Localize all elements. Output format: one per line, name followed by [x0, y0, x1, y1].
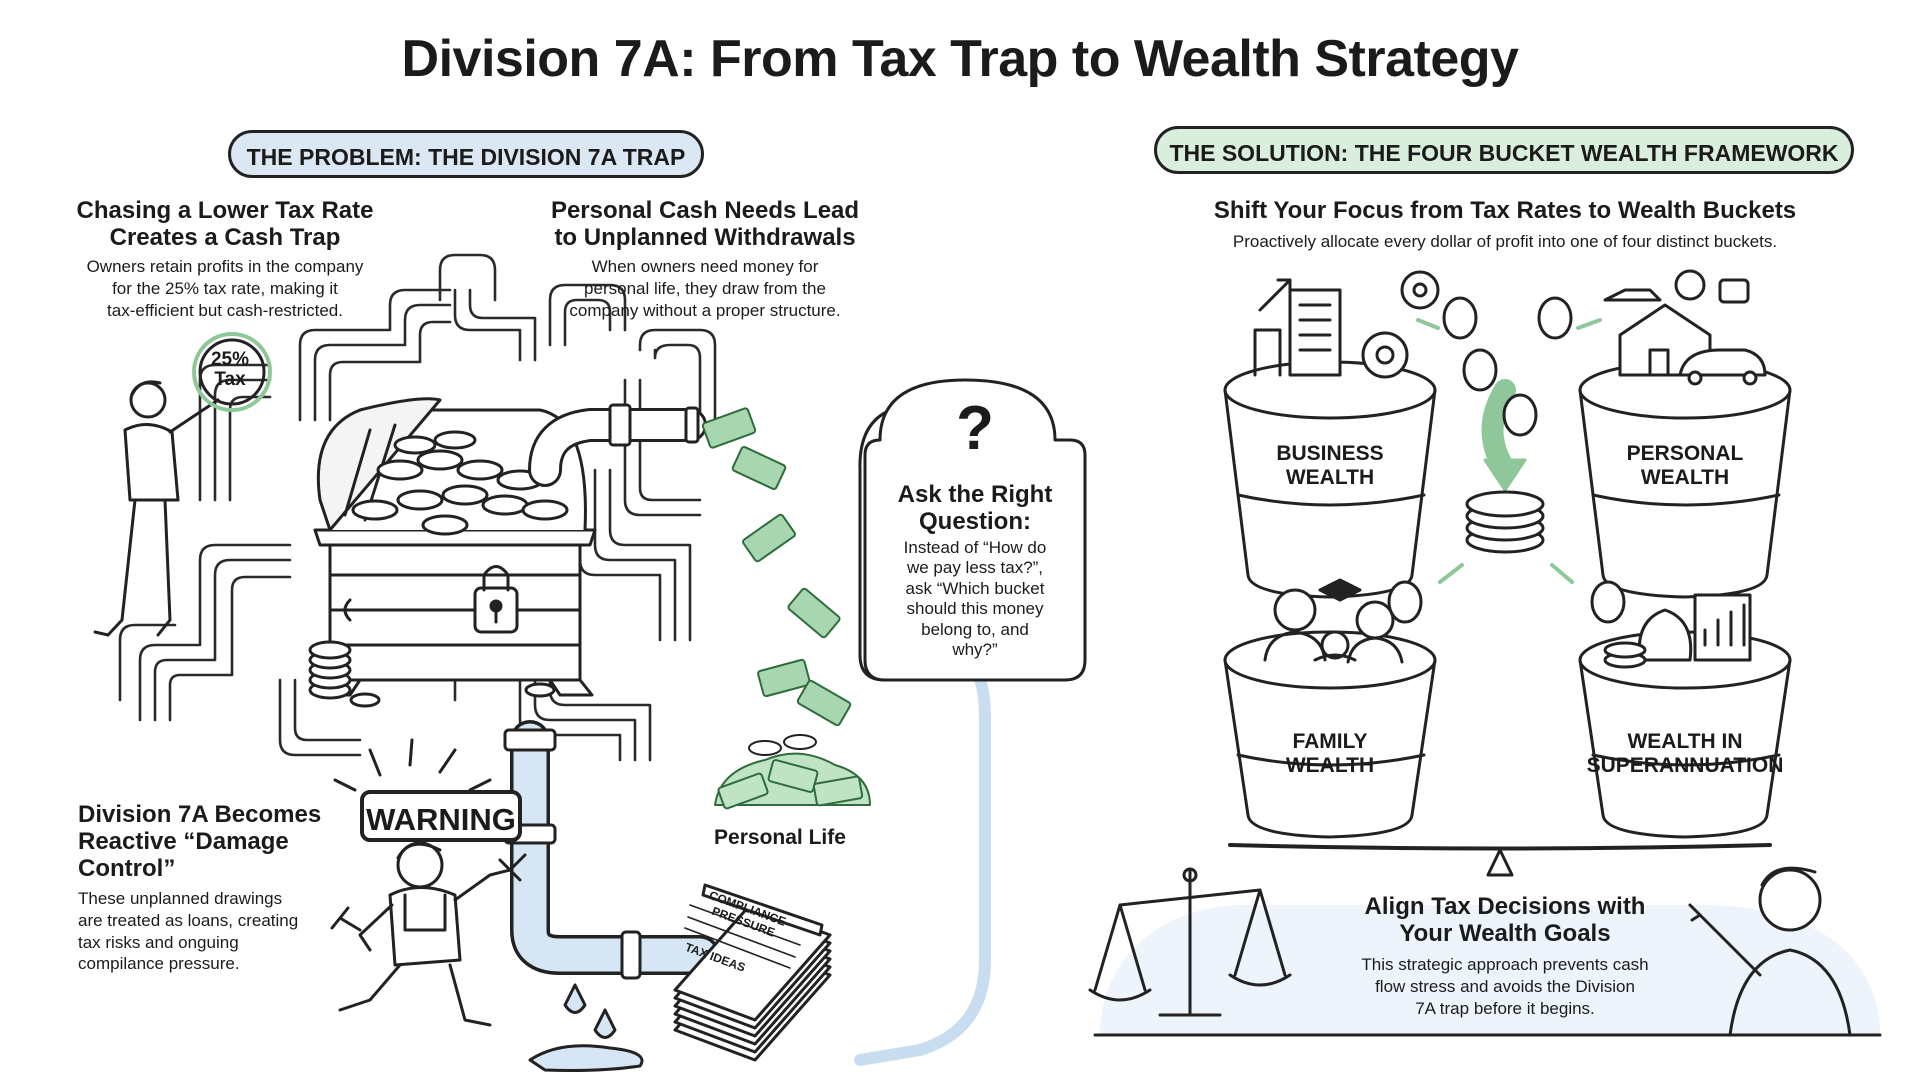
bucket-family [1223, 578, 1437, 839]
balance-beam [1228, 843, 1772, 877]
maze [118, 253, 717, 762]
block2-heading: Personal Cash Needs Lead to Unplanned Wi… [525, 197, 885, 252]
bucket-superannuation [1578, 593, 1792, 839]
money-pile [714, 734, 871, 810]
question-body-line6: why?” [952, 639, 998, 659]
bucket-super-line2: SUPERANNUATION [1586, 754, 1784, 778]
question-body-line2: we pay less tax?”, [906, 558, 1044, 578]
block1-body-line2: for the 25% tax rate, making it [112, 278, 338, 298]
block1-heading: Chasing a Lower Tax Rate Creates a Cash … [45, 197, 405, 252]
block2-body-line3: company without a proper structure. [569, 300, 841, 320]
block3-heading: Division 7A Becomes Reactive “Damage Con… [78, 801, 358, 883]
coin-flow [1387, 296, 1626, 624]
block3-body-line1: These unplanned drawings [78, 889, 283, 908]
question-card [854, 378, 1087, 1066]
block1-heading-line1: Chasing a Lower Tax Rate [76, 197, 374, 224]
bucket-family-line2: WEALTH [1285, 754, 1375, 778]
bucket-label-superannuation: WEALTH IN SUPERANNUATION [1585, 730, 1785, 778]
question-body: Instead of “How do we pay less tax?”, as… [870, 538, 1080, 660]
personal-life-label: Personal Life [714, 826, 846, 849]
question-body-line4: should this money [906, 599, 1044, 619]
flying-money [701, 407, 852, 727]
leaking-pipe [503, 720, 720, 1072]
tax-badge-ring [192, 332, 272, 412]
align-body: This strategic approach prevents cash fl… [1320, 954, 1690, 1019]
question-heading: Ask the Right Question: [870, 481, 1080, 536]
owner-figure [93, 380, 220, 637]
question-heading-line1: Ask the Right [897, 481, 1053, 508]
question-mark: ? [956, 394, 994, 463]
align-body-line3: 7A trap before it begins. [1415, 998, 1595, 1018]
coin-pile [351, 430, 569, 536]
align-heading-line2: Your Wealth Goals [1399, 919, 1611, 947]
tax-badge-value: 25% [210, 349, 250, 370]
block1-heading-line2: Creates a Cash Trap [109, 223, 341, 251]
coin-stack-left [308, 640, 556, 708]
block2-body-line1: When owners need money for [591, 257, 819, 276]
block3-heading-line2: Reactive “Damage [78, 827, 289, 855]
question-body-line1: Instead of “How do [903, 538, 1047, 557]
align-body-line2: flow stress and avoids the Division [1375, 976, 1635, 996]
page-title: Division 7A: From Tax Trap to Wealth Str… [401, 30, 1519, 88]
block2-heading-line1: Personal Cash Needs Lead [550, 197, 860, 224]
block1-body: Owners retain profits in the company for… [45, 256, 405, 321]
block2-body: When owners need money for personal life… [525, 256, 885, 321]
block3-body: These unplanned drawings are treated as … [78, 888, 368, 975]
block3-body-line4: compilance pressure. [78, 954, 240, 974]
stressed-worker [330, 738, 527, 1027]
block3-body-line2: are treated as loans, creating [78, 910, 299, 930]
justice-scale-icon [1088, 867, 1292, 1017]
bucket-business [1223, 270, 1440, 599]
solution-heading: Shift Your Focus from Tax Rates to Wealt… [1213, 197, 1797, 224]
solution-subheading: Proactively allocate every dollar of pro… [1232, 232, 1778, 251]
block3-heading-line1: Division 7A Becomes [78, 801, 322, 828]
bucket-personal-line1: PERSONAL [1626, 442, 1744, 465]
warning-sign: WARNING [360, 790, 522, 842]
right-panel-wash [1100, 904, 1880, 1035]
bucket-family-line1: FAMILY [1292, 730, 1368, 753]
bucket-personal-line2: WEALTH [1640, 466, 1730, 490]
block2-heading-line2: to Unplanned Withdrawals [554, 223, 856, 251]
bucket-business-line1: BUSINESS [1276, 442, 1384, 465]
compliance-papers [673, 883, 832, 1062]
tax-rate-badge: 25% Tax [190, 350, 270, 390]
align-heading-line1: Align Tax Decisions with [1364, 893, 1646, 920]
question-heading-line2: Question: [919, 507, 1031, 535]
bucket-label-business: BUSINESS WEALTH [1230, 442, 1430, 490]
block1-body-line1: Owners retain profits in the company [86, 257, 364, 276]
align-heading: Align Tax Decisions with Your Wealth Goa… [1320, 893, 1690, 948]
advisor-figure [1688, 866, 1852, 1037]
question-body-line5: belong to, and [921, 619, 1029, 639]
bucket-business-line2: WEALTH [1285, 466, 1375, 490]
tax-badge-label: Tax [214, 368, 246, 390]
bucket-label-personal: PERSONAL WEALTH [1585, 442, 1785, 490]
bucket-label-family: FAMILY WEALTH [1230, 730, 1430, 778]
align-body-line1: This strategic approach prevents cash [1361, 955, 1649, 974]
block3-body-line3: tax risks and onguing [78, 932, 239, 952]
block3-heading-line3: Control” [78, 854, 176, 882]
question-body-line3: ask “Which bucket [905, 578, 1045, 598]
problem-pill: THE PROBLEM: THE DIVISION 7A TRAP [228, 130, 704, 178]
block1-body-line3: tax-efficient but cash-restricted. [107, 300, 343, 320]
bucket-super-line1: WEALTH IN [1627, 730, 1743, 753]
bucket-personal [1578, 269, 1792, 599]
solution-pill: THE SOLUTION: THE FOUR BUCKET WEALTH FRA… [1154, 126, 1854, 174]
cash-pipe [528, 403, 707, 487]
block2-body-line2: personal life, they draw from the [584, 278, 826, 298]
